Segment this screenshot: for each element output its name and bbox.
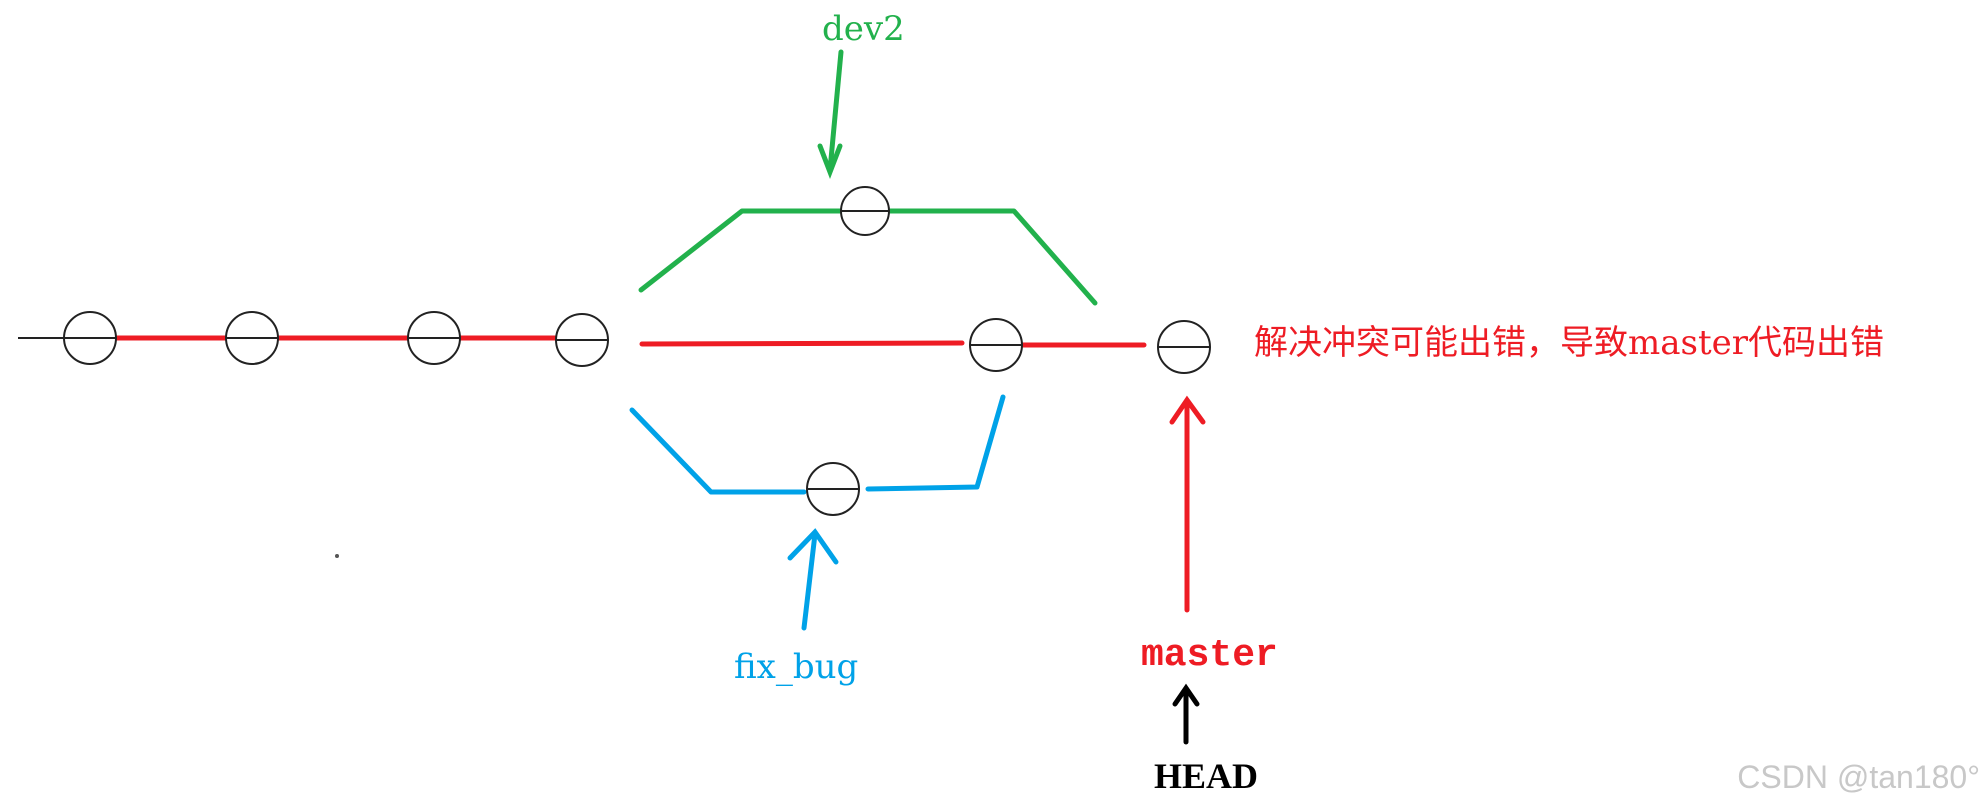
fix-bug-branch-label: fix_bug — [734, 647, 858, 687]
commit-node — [407, 311, 461, 365]
fix-bug-pointer-arrow — [787, 528, 839, 631]
commit-node — [969, 318, 1023, 372]
fix-bug-branch-line — [629, 407, 807, 495]
stray-dot — [335, 554, 339, 558]
fix-bug-branch-line-merge — [865, 394, 1006, 492]
commit-node-fix-bug — [806, 462, 860, 516]
conflict-annotation: 解决冲突可能出错，导致master代码出错 — [1254, 323, 1884, 363]
watermark: CSDN @tan180° — [1737, 759, 1980, 795]
head-label: HEAD — [1154, 756, 1258, 796]
commit-node — [555, 313, 609, 367]
dev2-branch-label: dev2 — [822, 9, 905, 49]
master-branch-line — [113, 335, 1147, 348]
dev2-branch-line — [638, 208, 843, 293]
head-pointer-arrow — [1172, 683, 1200, 745]
master-pointer-arrow — [1169, 395, 1206, 613]
commit-node-dev2 — [840, 186, 890, 236]
dev2-branch-line-merge — [883, 208, 1098, 306]
master-branch-label: master — [1141, 634, 1278, 677]
commit-node-merge — [1157, 320, 1211, 374]
commit-node — [225, 311, 279, 365]
dev2-pointer-arrow — [817, 49, 844, 179]
commit-node — [63, 311, 117, 365]
